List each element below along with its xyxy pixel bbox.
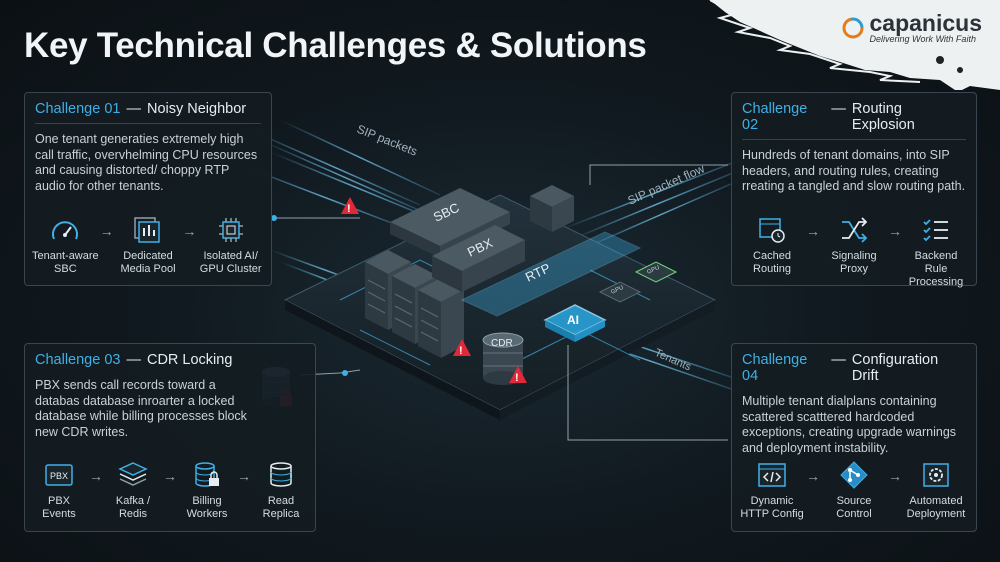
solution-step-label: Billing Workers bbox=[186, 495, 228, 520]
challenge-description: PBX sends call records toward a databas … bbox=[35, 378, 247, 439]
cdr-label: CDR bbox=[491, 338, 513, 349]
solution-step-label: Read Replica bbox=[262, 495, 300, 520]
ai-label: AI bbox=[567, 313, 579, 327]
gauge-icon bbox=[48, 215, 82, 245]
rtp-band: RTP bbox=[460, 231, 642, 317]
solution-step-label: Backend Rule Processing bbox=[908, 250, 964, 288]
challenge-description: Hundreds of tenant domains, into SIP hea… bbox=[742, 148, 966, 193]
logo-tagline: Delivering Work With Faith bbox=[869, 34, 976, 44]
logo-mark-icon bbox=[842, 17, 863, 39]
code-window-icon bbox=[755, 460, 789, 490]
challenge-dash: — bbox=[126, 352, 141, 368]
solution-flow: Cached Routing → Signaling Proxy → Backe… bbox=[732, 215, 976, 289]
solution-step-label: PBX Events bbox=[42, 495, 76, 520]
solution-flow: PBX PBX Events → Kafka / Redis → Billing… bbox=[25, 460, 315, 521]
challenge-number: Challenge 01 bbox=[35, 101, 121, 117]
svg-text:!: ! bbox=[515, 372, 519, 384]
cached-routing-icon bbox=[755, 215, 789, 245]
solution-step: Automated Deployment bbox=[902, 460, 970, 521]
arrow-right-icon: → bbox=[237, 468, 251, 484]
challenge-card-02: Challenge 02 — Routing Explosion Hundred… bbox=[731, 92, 977, 289]
warning-icon: ! bbox=[509, 366, 527, 384]
git-icon bbox=[837, 460, 871, 490]
arrow-right-icon: → bbox=[182, 223, 197, 239]
ai-node: AI bbox=[543, 304, 607, 342]
gear-box-icon bbox=[919, 460, 953, 490]
challenge-name: Routing Explosion bbox=[851, 101, 915, 133]
solution-step: Cached Routing bbox=[738, 215, 806, 276]
chip-icon bbox=[214, 215, 248, 245]
solution-step: Isolated AI/ GPU Cluster bbox=[196, 215, 265, 276]
solution-step-label: Dedicated Media Pool bbox=[120, 250, 176, 275]
solution-step-label: Dynamic HTTP Config bbox=[740, 495, 804, 520]
challenge-name: CDR Locking bbox=[146, 352, 233, 368]
challenge-number: Challenge 04 bbox=[742, 352, 808, 384]
challenge-number: Challenge 02 bbox=[742, 101, 808, 133]
traffic-streaks bbox=[239, 119, 741, 393]
database-icon bbox=[264, 460, 298, 490]
challenge-name: Configuration Drift bbox=[851, 352, 939, 384]
warning-icon: ! bbox=[341, 197, 359, 215]
warning-icon: ! bbox=[453, 339, 471, 357]
solution-step-label: Tenant-aware SBC bbox=[32, 250, 99, 275]
challenge-dash: — bbox=[831, 101, 846, 117]
arrow-right-icon: → bbox=[888, 468, 902, 484]
arrow-right-icon: → bbox=[806, 223, 820, 239]
arrow-right-icon: → bbox=[89, 468, 103, 484]
page-title: Key Technical Challenges & Solutions bbox=[24, 26, 647, 65]
solution-step-label: Signaling Proxy bbox=[831, 250, 877, 275]
solution-step: Read Replica bbox=[255, 460, 307, 521]
challenge-dash: — bbox=[831, 352, 846, 368]
gpu-label-2: GPU bbox=[646, 265, 660, 276]
challenge-card-04: Challenge 04 — Configuration Drift Multi… bbox=[731, 343, 977, 532]
solution-step: Billing Workers bbox=[181, 460, 233, 521]
arrow-right-icon: → bbox=[806, 468, 820, 484]
solution-step-label: Isolated AI/ GPU Cluster bbox=[199, 250, 262, 275]
pbx-icon: PBX bbox=[42, 460, 76, 490]
solution-step: Tenant-aware SBC bbox=[31, 215, 100, 276]
solution-step: Dynamic HTTP Config bbox=[738, 460, 806, 521]
solution-step: PBX PBX Events bbox=[33, 460, 85, 521]
challenge-name: Noisy Neighbor bbox=[146, 101, 247, 117]
media-pool-icon bbox=[131, 215, 165, 245]
arrow-right-icon: → bbox=[163, 468, 177, 484]
checklist-icon bbox=[919, 215, 953, 245]
layers-icon bbox=[116, 460, 150, 490]
solution-step-label: Cached Routing bbox=[753, 250, 791, 275]
solution-step-label: Automated Deployment bbox=[906, 495, 966, 520]
db-lock-icon bbox=[190, 460, 224, 490]
svg-text:!: ! bbox=[459, 345, 463, 357]
sip-packets-label: SIP packets bbox=[355, 122, 419, 159]
arrow-right-icon: → bbox=[888, 223, 902, 239]
pbx-node: PBX bbox=[432, 225, 525, 292]
arrow-right-icon: → bbox=[99, 223, 114, 239]
solution-step-label: Kafka / Redis bbox=[115, 495, 151, 520]
logo-splash-background bbox=[709, 0, 1000, 90]
solution-step: Source Control bbox=[820, 460, 888, 521]
solution-step: Kafka / Redis bbox=[107, 460, 159, 521]
solution-step: Dedicated Media Pool bbox=[114, 215, 183, 276]
gpu-cluster: GPU GPU bbox=[598, 261, 678, 303]
challenge-card-03: Challenge 03 — CDR Locking PBX sends cal… bbox=[24, 343, 316, 532]
solution-flow: Tenant-aware SBC → Dedicated Media Pool … bbox=[25, 215, 271, 276]
solution-step-label: Source Control bbox=[836, 495, 872, 520]
brand-logo: capanicus Delivering Work With Faith bbox=[842, 10, 983, 44]
server-rack-group bbox=[365, 250, 464, 358]
challenge-number: Challenge 03 bbox=[35, 352, 121, 368]
challenge-description: Multiple tenant dialplans containing sca… bbox=[742, 394, 957, 455]
solution-step: Backend Rule Processing bbox=[902, 215, 970, 289]
challenge-card-01: Challenge 01 — Noisy Neighbor One tenant… bbox=[24, 92, 272, 286]
solution-step: Signaling Proxy bbox=[820, 215, 888, 276]
challenge-dash: — bbox=[126, 101, 141, 117]
gpu-label-1: GPU bbox=[610, 285, 624, 296]
shuffle-icon bbox=[837, 215, 871, 245]
svg-text:!: ! bbox=[347, 203, 351, 215]
solution-flow: Dynamic HTTP Config → Source Control → A… bbox=[732, 460, 976, 521]
challenge-description: One tenant generaties extremely high cal… bbox=[35, 132, 258, 193]
svg-text:PBX: PBX bbox=[50, 471, 68, 481]
logo-name: capanicus bbox=[869, 10, 983, 36]
